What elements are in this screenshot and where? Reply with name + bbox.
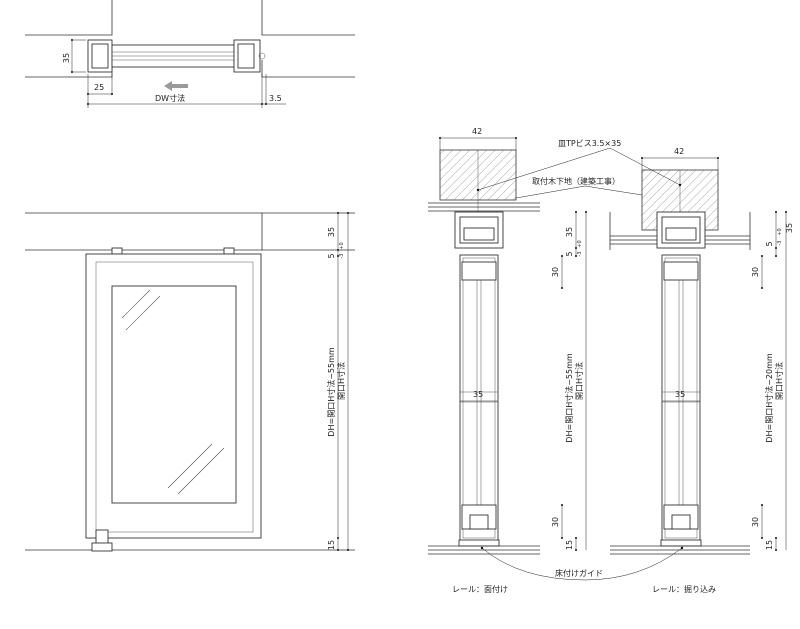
elev-dim-5: 5 [327, 253, 336, 258]
sec-left-dim-opening: 開口H寸法 [574, 362, 584, 400]
plan-door-panel [87, 39, 266, 73]
elevation-view: 35 5 +0 -3 DH=開口H寸法−55mm 開口H寸法 15 [25, 212, 355, 552]
elev-dim-35: 35 [327, 227, 336, 237]
elev-dim-dh: DH=開口H寸法−55mm [326, 347, 336, 437]
sec-left-caption: レール：面付け [452, 584, 508, 594]
callouts: 皿TPビス3.5×35 取付木下地（建築工事） 床付けガイド [476, 139, 684, 581]
elevation-ceiling-line [25, 212, 355, 251]
sec-left-dim-35-top: 35 [565, 227, 574, 237]
plan-right-wall [261, 0, 355, 78]
section-right: 42 35 5 +0 -3 30 DH=開口H寸法−20mm 開口H寸法 30 … [609, 147, 794, 594]
elev-dim-15: 15 [327, 540, 336, 550]
elev-dim-5-tol-minus: -3 [339, 254, 345, 259]
sec-right-dim-35-mid: 35 [675, 390, 685, 399]
sec-right-dim-30-bottom: 30 [751, 517, 760, 527]
plan-view: 35 25 DW寸法 3.5 [25, 0, 355, 108]
sec-right-dim-30-top: 30 [751, 267, 760, 277]
sec-right-dim-5-tol-plus: +0 [777, 228, 783, 235]
section-left: 42 35 5 +0 -3 30 DH=開口H寸法−55mm 開口H寸法 30 … [428, 127, 587, 594]
sec-left-dim-5: 5 [565, 251, 574, 256]
sec-left-dim-5-tol-minus: -3 [577, 252, 583, 257]
sec-left-dim-15: 15 [565, 540, 574, 550]
elev-dim-5-tol-plus: +0 [339, 242, 345, 249]
plan-dim-25: 25 [94, 83, 104, 92]
sec-right-dim-5: 5 [765, 241, 774, 246]
sec-left-dim-42: 42 [472, 127, 482, 136]
sec-right-dim-42: 42 [674, 147, 684, 156]
sec-right-dim-dh: DH=開口H寸法−20mm [764, 353, 774, 443]
plan-dim-3-5: 3.5 [269, 94, 282, 103]
sec-right-caption: レール：掘り込み [652, 585, 716, 594]
sec-left-dim-5-tol-plus: +0 [577, 240, 583, 247]
callout-base: 取付木下地（建築工事） [532, 176, 620, 186]
elev-dim-opening: 開口H寸法 [336, 362, 346, 400]
sec-left-dim-30-bottom: 30 [551, 517, 560, 527]
plan-dim-dw: DW寸法 [155, 93, 185, 103]
sec-right-dim-opening: 開口H寸法 [774, 362, 784, 400]
sec-left-dim-30-top: 30 [551, 267, 560, 277]
sec-right-dim-15: 15 [765, 540, 774, 550]
sec-right-dim-5-tol-minus: -3 [777, 241, 783, 246]
callout-guide: 床付けガイド [555, 568, 603, 578]
plan-dim-35: 35 [62, 53, 71, 63]
elevation-door-panel [85, 253, 262, 539]
sec-left-dim-35-mid: 35 [473, 390, 483, 399]
callout-screw: 皿TPビス3.5×35 [558, 139, 621, 148]
slide-direction-arrow [164, 81, 188, 91]
sec-right-dim-35-top: 35 [785, 223, 794, 233]
sec-left-dim-dh: DH=開口H寸法−55mm [564, 353, 574, 443]
